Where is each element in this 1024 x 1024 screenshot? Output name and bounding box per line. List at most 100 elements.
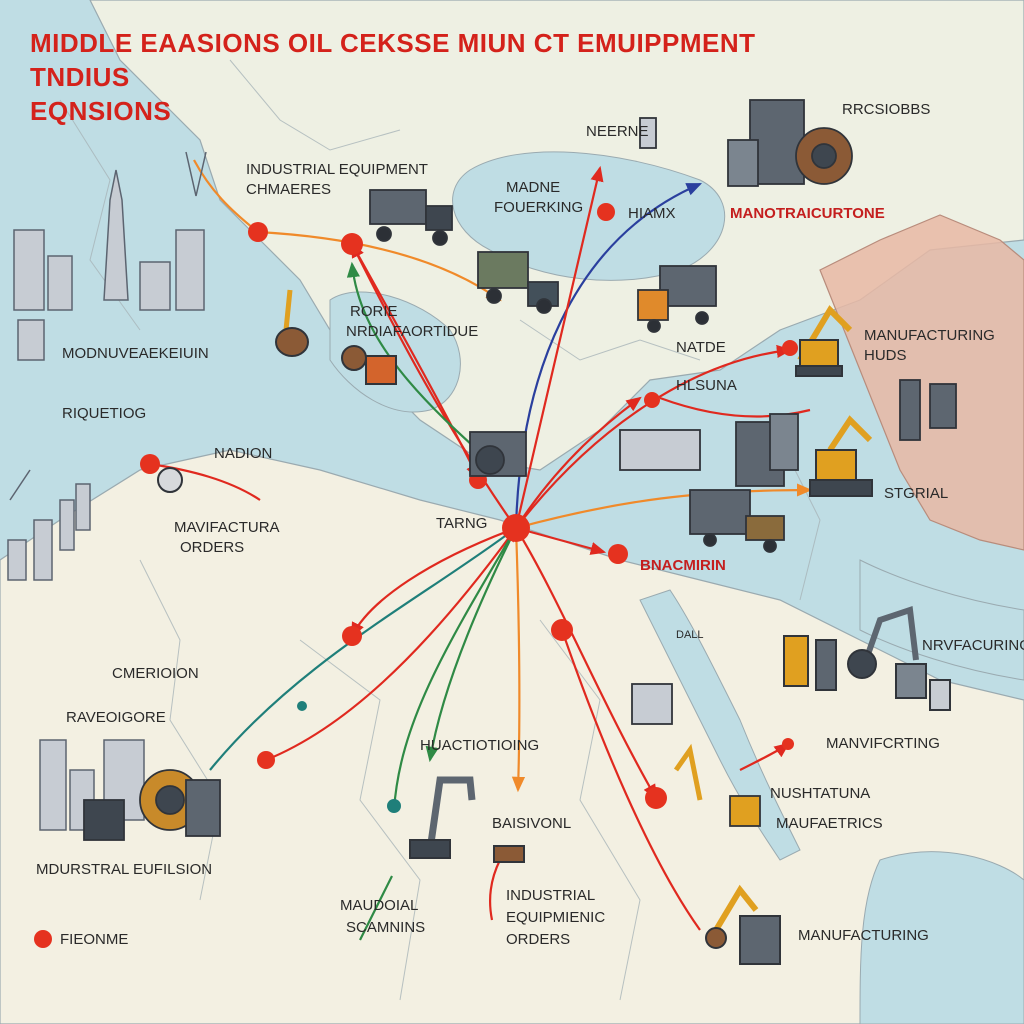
label-neerne: NEERNE	[586, 123, 649, 140]
flow-line	[659, 396, 811, 418]
flow-line	[511, 527, 526, 793]
crane-icon	[783, 605, 951, 711]
label-rorie: RORIE	[350, 303, 398, 320]
route-node	[597, 203, 615, 221]
route-node	[782, 340, 798, 356]
label-scamnins: SCAMNINS	[346, 919, 426, 936]
hub-node	[502, 514, 530, 542]
label-chmaeres: CHMAERES	[246, 181, 332, 198]
route-node	[248, 222, 268, 242]
flow-line	[515, 527, 658, 800]
label-madne: MADNE	[506, 179, 561, 196]
sea-se	[859, 851, 1024, 1024]
route-node	[551, 619, 573, 641]
factory-icon	[631, 683, 761, 827]
flow-line	[489, 859, 501, 921]
label-mdurstral-eufilsion: MDURSTRAL EUFILSION	[36, 861, 213, 878]
map-title-line1: MIDDLE EAASIONS OIL CEKSSE MIUN CT EMUIP…	[30, 28, 756, 92]
label-orders-bottom: ORDERS	[506, 931, 571, 948]
route-node	[645, 787, 667, 809]
label-manvifcrting: MANVIFCRTING	[826, 735, 940, 752]
label-cmerioion: CMERIOION	[112, 665, 199, 682]
route-node-green	[387, 799, 401, 813]
flow-line	[351, 243, 479, 480]
label-nadion: NADION	[214, 445, 273, 462]
label-stgrial: STGRIAL	[884, 485, 949, 502]
label-modnuveaekeiuin: MODNUVEAEKEIUIN	[62, 345, 209, 362]
flow-line	[560, 629, 701, 931]
city-skyline-icon	[39, 739, 145, 831]
city-skyline-icon	[13, 169, 205, 361]
flow-line	[351, 526, 517, 638]
truck-icon	[469, 431, 527, 477]
flow-line	[514, 165, 604, 529]
region-east	[819, 214, 1024, 551]
label-nrdiafaortidue: NRDIAFAORTIDUE	[346, 323, 479, 340]
flow-lines	[149, 159, 813, 941]
factory-icon	[639, 99, 853, 187]
city-skyline-icon	[7, 483, 91, 581]
label-maufaetrics: MAUFAETRICS	[776, 815, 883, 832]
label-natde: NATDE	[676, 339, 726, 356]
map-title-line2: EQNSIONS	[30, 96, 172, 126]
oil-derrick-icon	[9, 151, 207, 501]
flow-line	[257, 230, 502, 302]
route-node-green	[297, 701, 307, 711]
flow-line	[193, 159, 259, 233]
storage-tank-icon	[735, 379, 957, 487]
flow-line	[425, 527, 517, 763]
label-industrial: INDUSTRIAL	[506, 887, 596, 904]
flow-line	[359, 875, 393, 941]
label-riquetiog: RIQUETIOG	[62, 405, 147, 422]
flow-line	[392, 527, 517, 811]
turbine-icon	[83, 769, 221, 841]
route-node	[342, 626, 362, 646]
excavator-icon	[705, 884, 781, 965]
label-equipmienic: EQUIPMIENIC	[506, 909, 606, 926]
truck-icon	[477, 251, 559, 314]
legend-dot	[34, 930, 52, 948]
label-rrcsiobbs: RRCSIOBBS	[842, 101, 931, 118]
label-hiamx: HIAMX	[628, 205, 676, 222]
label-baisivonl: BAISIVONL	[492, 815, 572, 832]
label-manufacturing-huds-2: HUDS	[864, 347, 907, 364]
flow-line	[149, 462, 261, 501]
route-node	[257, 751, 275, 769]
label-tarng: TARNG	[436, 515, 488, 532]
label-mavifactura: MAVIFACTURA	[174, 519, 280, 536]
label-manufacturing-huds-1: MANUFACTURING	[864, 327, 995, 344]
sea-red	[639, 589, 801, 861]
label-manufacturing-se: MANUFACTURING	[798, 927, 929, 944]
route-node	[140, 454, 160, 474]
label-orders: ORDERS	[180, 539, 245, 556]
map-title: MIDDLE EAASIONS OIL CEKSSE MIUN CT EMUIP…	[30, 26, 810, 128]
flow-line	[265, 526, 518, 762]
route-node	[782, 738, 794, 750]
excavator-icon	[809, 415, 873, 497]
label-maudoial: MAUDOIAL	[340, 897, 419, 914]
label-bnacmirin: BNACMIRIN	[640, 557, 726, 574]
flow-line	[515, 396, 642, 529]
flow-line	[351, 242, 517, 529]
sea-gulf	[859, 559, 1024, 681]
flow-line	[515, 483, 813, 530]
route-node	[341, 233, 363, 255]
label-fieonme: FIEONME	[60, 931, 129, 948]
label-huactiotioing: HUACTIOTIOING	[420, 737, 540, 754]
label-fouerking: FOUERKING	[494, 199, 584, 216]
route-node	[644, 392, 660, 408]
label-raveoigore: RAVEOIGORE	[66, 709, 166, 726]
truck-icon	[369, 189, 453, 246]
label-manotraicurtone: MANOTRAICURTONE	[730, 205, 885, 222]
label-dall: DALL	[676, 629, 704, 641]
label-industrial-equipment: INDUSTRIAL EQUIPMENT	[246, 161, 428, 178]
robot-arm-icon	[409, 776, 525, 863]
flow-line	[515, 526, 607, 555]
drilling-rig-icon	[157, 289, 397, 493]
truck-icon	[637, 265, 717, 333]
excavator-icon	[795, 305, 853, 377]
label-hlsuna: HLSUNA	[676, 377, 737, 394]
truck-icon	[619, 429, 785, 553]
label-nrvfacuring: NRVFACURING	[922, 637, 1024, 654]
